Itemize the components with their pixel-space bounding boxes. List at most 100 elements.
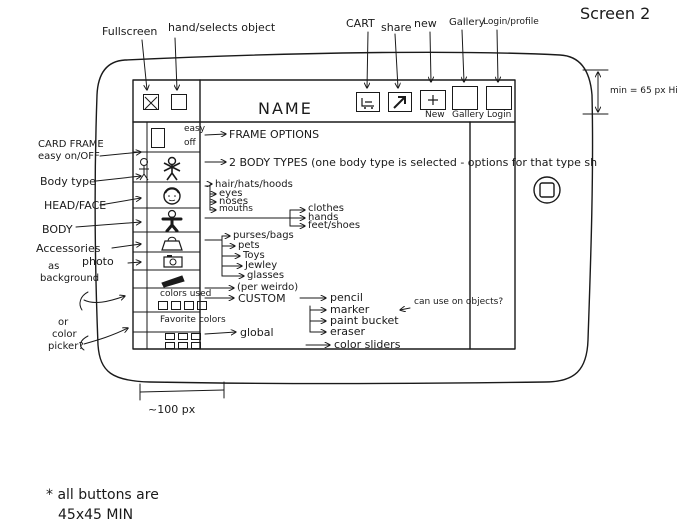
card-frame-easy[interactable]: easy — [184, 124, 206, 134]
head-face-button[interactable] — [148, 184, 200, 208]
label-background: background — [40, 273, 100, 284]
label-card-frame-toggle: easy on/OFF — [38, 151, 100, 162]
share-arrow-icon — [393, 96, 406, 109]
label-hand: hand/selects object — [168, 21, 276, 34]
new-caption: New — [425, 110, 445, 120]
login-button[interactable] — [486, 86, 512, 110]
draw-tools-button[interactable] — [148, 271, 200, 288]
label-hands: hands — [308, 212, 339, 223]
body-icon — [161, 209, 183, 232]
body-type-row[interactable] — [134, 155, 200, 181]
bag-icon — [161, 236, 183, 251]
label-glasses: glasses — [247, 270, 285, 281]
colors-used-swatches — [158, 301, 207, 310]
gallery-button[interactable] — [452, 86, 478, 110]
label-noses: noses — [219, 196, 249, 207]
favorite-colors-swatches — [165, 333, 201, 349]
buttons-note-line2: 45x45 MIN — [58, 507, 134, 523]
label-jewelry: Jewley — [245, 260, 278, 271]
label-clothes: clothes — [308, 203, 345, 214]
label-toys: Toys — [243, 250, 265, 261]
label-accessories: Accessories — [36, 242, 101, 255]
accessories-button[interactable] — [148, 233, 200, 252]
login-caption: Login — [487, 110, 512, 120]
label-or: or — [58, 317, 69, 328]
favorite-colors-label: Favorite colors — [160, 315, 226, 325]
color-swatch[interactable] — [178, 333, 188, 340]
body-type-figure-icon — [163, 156, 181, 181]
label-per-weirdo: (per weirdo) — [237, 282, 299, 293]
label-cart: CART — [346, 17, 375, 30]
cart-button[interactable] — [356, 92, 380, 112]
label-fullscreen: Fullscreen — [102, 25, 158, 38]
color-swatch[interactable] — [184, 301, 194, 310]
colors-used-label: colors used — [160, 289, 212, 299]
right-arrows — [204, 134, 411, 345]
color-swatch[interactable] — [158, 301, 168, 310]
label-body-type: Body type — [40, 175, 96, 188]
label-hair: hair/hats/hoods — [215, 179, 293, 190]
card-frame-off[interactable]: off — [184, 138, 196, 148]
label-color: color — [52, 329, 77, 340]
label-pets: pets — [238, 240, 260, 251]
label-eraser: eraser — [330, 325, 366, 338]
camera-icon — [163, 255, 183, 268]
color-swatch[interactable] — [165, 342, 175, 349]
label-head-face: HEAD/FACE — [44, 199, 107, 212]
color-swatch[interactable] — [178, 342, 188, 349]
label-purses: purses/bags — [233, 230, 294, 241]
color-swatch[interactable] — [197, 301, 207, 310]
label-frame-options: FRAME OPTIONS — [229, 128, 320, 141]
card-frame-button[interactable] — [151, 128, 165, 148]
label-marker: marker — [330, 303, 370, 316]
label-photo: photo — [82, 255, 114, 268]
label-can-use: can use on objects? — [414, 297, 504, 307]
color-swatch[interactable] — [171, 301, 181, 310]
buttons-note-line1: * all buttons are — [46, 487, 159, 503]
app-title: NAME — [258, 99, 313, 118]
pencil-icon — [161, 275, 185, 288]
fullscreen-icon — [144, 96, 158, 110]
label-body-types: 2 BODY TYPES (one body type is selected … — [229, 156, 598, 169]
hand-select-button[interactable] — [171, 94, 187, 110]
label-color-sliders: color sliders — [334, 338, 401, 351]
label-gallery: Gallery — [449, 17, 485, 28]
label-picker: picker? — [48, 341, 84, 352]
label-card-frame: CARD FRAME — [38, 139, 104, 150]
color-swatch[interactable] — [191, 333, 201, 340]
fullscreen-button[interactable] — [143, 94, 159, 110]
left-arrows — [75, 152, 141, 351]
label-feet: feet/shoes — [308, 220, 361, 231]
gallery-caption: Gallery — [452, 110, 485, 120]
share-button[interactable] — [388, 92, 412, 112]
label-custom: CUSTOM — [238, 292, 286, 305]
width-dimension — [139, 381, 225, 401]
label-body: BODY — [42, 223, 73, 236]
label-global: global — [240, 326, 274, 339]
tablet-frame — [94, 51, 594, 385]
new-button[interactable] — [420, 90, 446, 110]
label-login: Login/profile — [483, 17, 539, 27]
face-icon — [163, 187, 181, 205]
body-button[interactable] — [148, 209, 200, 232]
screen-area — [132, 79, 516, 350]
label-as: as — [48, 261, 60, 272]
sheet-title: Screen 2 — [580, 4, 651, 23]
background-photo-button[interactable] — [148, 253, 200, 270]
label-paint-bucket: paint bucket — [330, 314, 399, 327]
home-button[interactable] — [533, 176, 561, 204]
width-note: ~100 px — [148, 403, 196, 416]
label-new: new — [414, 17, 437, 30]
label-share: share — [381, 21, 412, 34]
color-swatch[interactable] — [191, 342, 201, 349]
height-dimension — [582, 69, 609, 115]
plus-icon — [428, 95, 438, 105]
color-swatch[interactable] — [165, 333, 175, 340]
body-type-outline-icon — [139, 158, 149, 181]
label-eyes: eyes — [219, 188, 243, 199]
label-pencil: pencil — [330, 291, 363, 304]
min-height-note: min = 65 px Hi — [610, 86, 678, 96]
sidebar-rows — [132, 151, 201, 333]
